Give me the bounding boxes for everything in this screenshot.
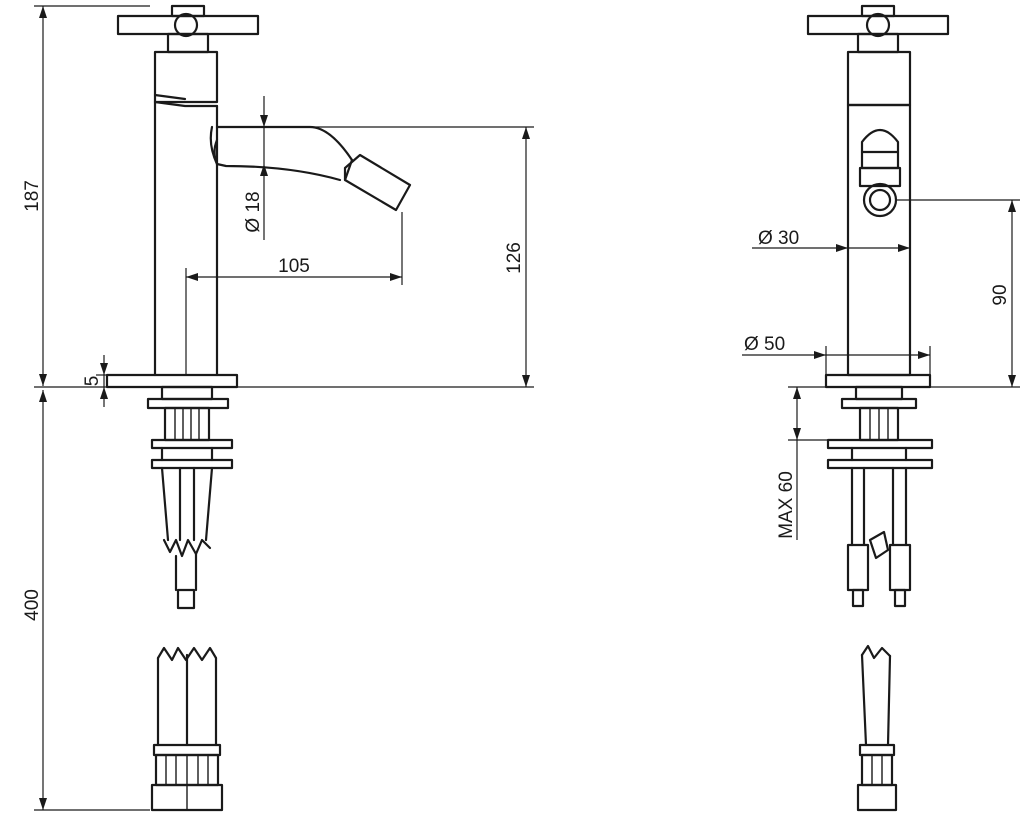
dim-body-diameter: Ø 30	[752, 228, 910, 252]
headwork-body	[153, 50, 219, 108]
dim-label: Ø 30	[758, 228, 799, 249]
front-view: Ø 30 Ø 50 90 MAX 60	[742, 4, 1020, 812]
dim-outlet-height: 90	[896, 199, 1020, 388]
dim-label: MAX 60	[776, 471, 797, 539]
bidet-spout	[209, 125, 412, 212]
base-plate	[824, 373, 932, 389]
dim-spout-height: 126	[217, 126, 534, 388]
tap-column	[153, 100, 219, 377]
dim-label: 400	[22, 589, 43, 621]
dim-max-deck-thickness: MAX 60	[776, 386, 828, 540]
dim-label: 90	[990, 284, 1011, 305]
dim-label: 187	[22, 180, 43, 212]
dim-spout-diameter: Ø 18	[243, 96, 268, 240]
dim-label: 126	[504, 242, 525, 274]
cross-handle	[116, 4, 260, 54]
dim-overall-height: 187	[22, 5, 150, 386]
dim-label: Ø 18	[243, 191, 264, 232]
bidet-spout-front	[858, 128, 902, 218]
dim-fixing-length: 400	[22, 386, 150, 811]
dim-label: Ø 50	[744, 334, 785, 355]
tap-column	[846, 103, 912, 377]
cross-handle	[806, 4, 950, 54]
fixing-kit	[146, 385, 234, 812]
dim-base-diameter: Ø 50	[742, 334, 931, 375]
side-view: 187 400 5 Ø 18	[22, 4, 534, 812]
dim-spout-reach: 105	[185, 212, 403, 375]
dim-label: 105	[278, 256, 310, 277]
dim-base-thickness: 5	[82, 355, 112, 407]
headwork-body	[846, 50, 912, 107]
fixing-kit	[826, 385, 934, 812]
dim-label: 5	[82, 376, 103, 387]
base-plate	[105, 373, 239, 389]
swivel-aerator	[343, 153, 412, 212]
